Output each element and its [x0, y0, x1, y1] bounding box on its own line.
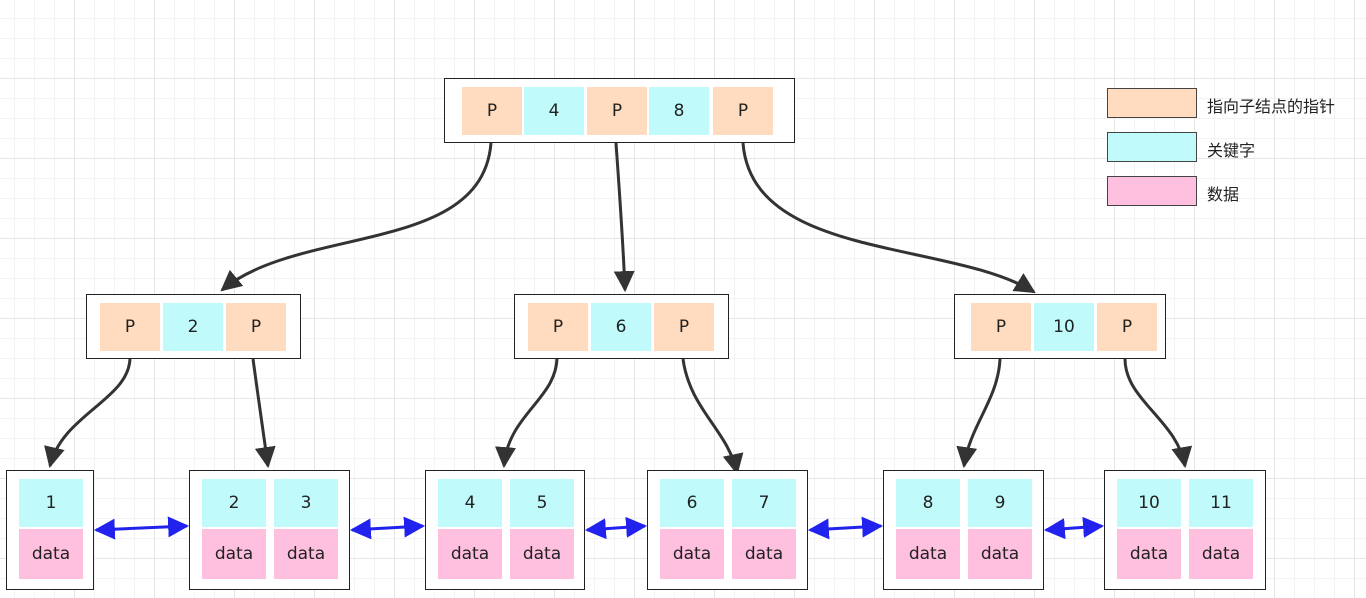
legend-label-key: 关键字 [1207, 141, 1256, 160]
tree-arrow [681, 358, 744, 476]
tree-arrow [220, 142, 493, 292]
internal-pointer-cell: P [971, 303, 1031, 351]
leaf-key-cell: 5 [510, 479, 574, 527]
tree-arrow [495, 358, 559, 469]
leaf-data-cell: data [660, 529, 724, 579]
leaf-key-cell: 11 [1189, 479, 1253, 527]
tree-arrow [251, 358, 276, 469]
legend-swatch-pointer [1107, 88, 1197, 118]
legend-label-data: 数据 [1207, 185, 1240, 204]
root-key-cell: 4 [524, 87, 584, 135]
leaf-key-cell: 6 [660, 479, 724, 527]
internal-pointer-cell: P [1097, 303, 1157, 351]
leaf-data-cell: data [732, 529, 796, 579]
internal-pointer-cell: P [100, 303, 160, 351]
tree-arrow [613, 142, 635, 293]
internal-key-cell: 6 [591, 303, 651, 351]
legend-label-pointer: 指向子结点的指针 [1207, 97, 1336, 116]
leaf-data-cell: data [896, 529, 960, 579]
internal-pointer-cell: P [226, 303, 286, 351]
leaf-key-cell: 7 [732, 479, 796, 527]
leaf-link-arrow [584, 516, 648, 540]
leaf-data-cell: data [510, 529, 574, 579]
tree-arrow [741, 142, 1036, 294]
leaf-key-cell: 9 [968, 479, 1032, 527]
internal-pointer-cell: P [528, 303, 588, 351]
leaf-key-cell: 10 [1117, 479, 1181, 527]
leaf-link-arrow [807, 516, 884, 540]
internal-pointer-cell: P [654, 303, 714, 351]
leaf-link-arrow [1043, 516, 1105, 540]
internal-key-cell: 10 [1034, 303, 1094, 351]
leaf-data-cell: data [968, 529, 1032, 579]
leaf-data-cell: data [19, 529, 83, 579]
root-key-cell: 8 [649, 87, 709, 135]
legend-swatch-key [1107, 132, 1197, 162]
internal-key-cell: 2 [163, 303, 223, 351]
leaf-data-cell: data [1189, 529, 1253, 579]
root-pointer-cell: P [587, 87, 647, 135]
leaf-data-cell: data [202, 529, 266, 579]
tree-arrow [44, 358, 132, 469]
leaf-key-cell: 2 [202, 479, 266, 527]
leaf-key-cell: 4 [438, 479, 502, 527]
tree-arrow [1123, 358, 1193, 469]
leaf-data-cell: data [1117, 529, 1181, 579]
tree-arrow [956, 358, 1002, 469]
root-pointer-cell: P [713, 87, 773, 135]
leaf-link-arrow [349, 516, 426, 540]
root-pointer-cell: P [462, 87, 522, 135]
leaf-link-arrow [93, 516, 190, 540]
leaf-key-cell: 8 [896, 479, 960, 527]
leaf-key-cell: 1 [19, 479, 83, 527]
leaf-data-cell: data [274, 529, 338, 579]
leaf-data-cell: data [438, 529, 502, 579]
leaf-key-cell: 3 [274, 479, 338, 527]
legend-swatch-data [1107, 176, 1197, 206]
